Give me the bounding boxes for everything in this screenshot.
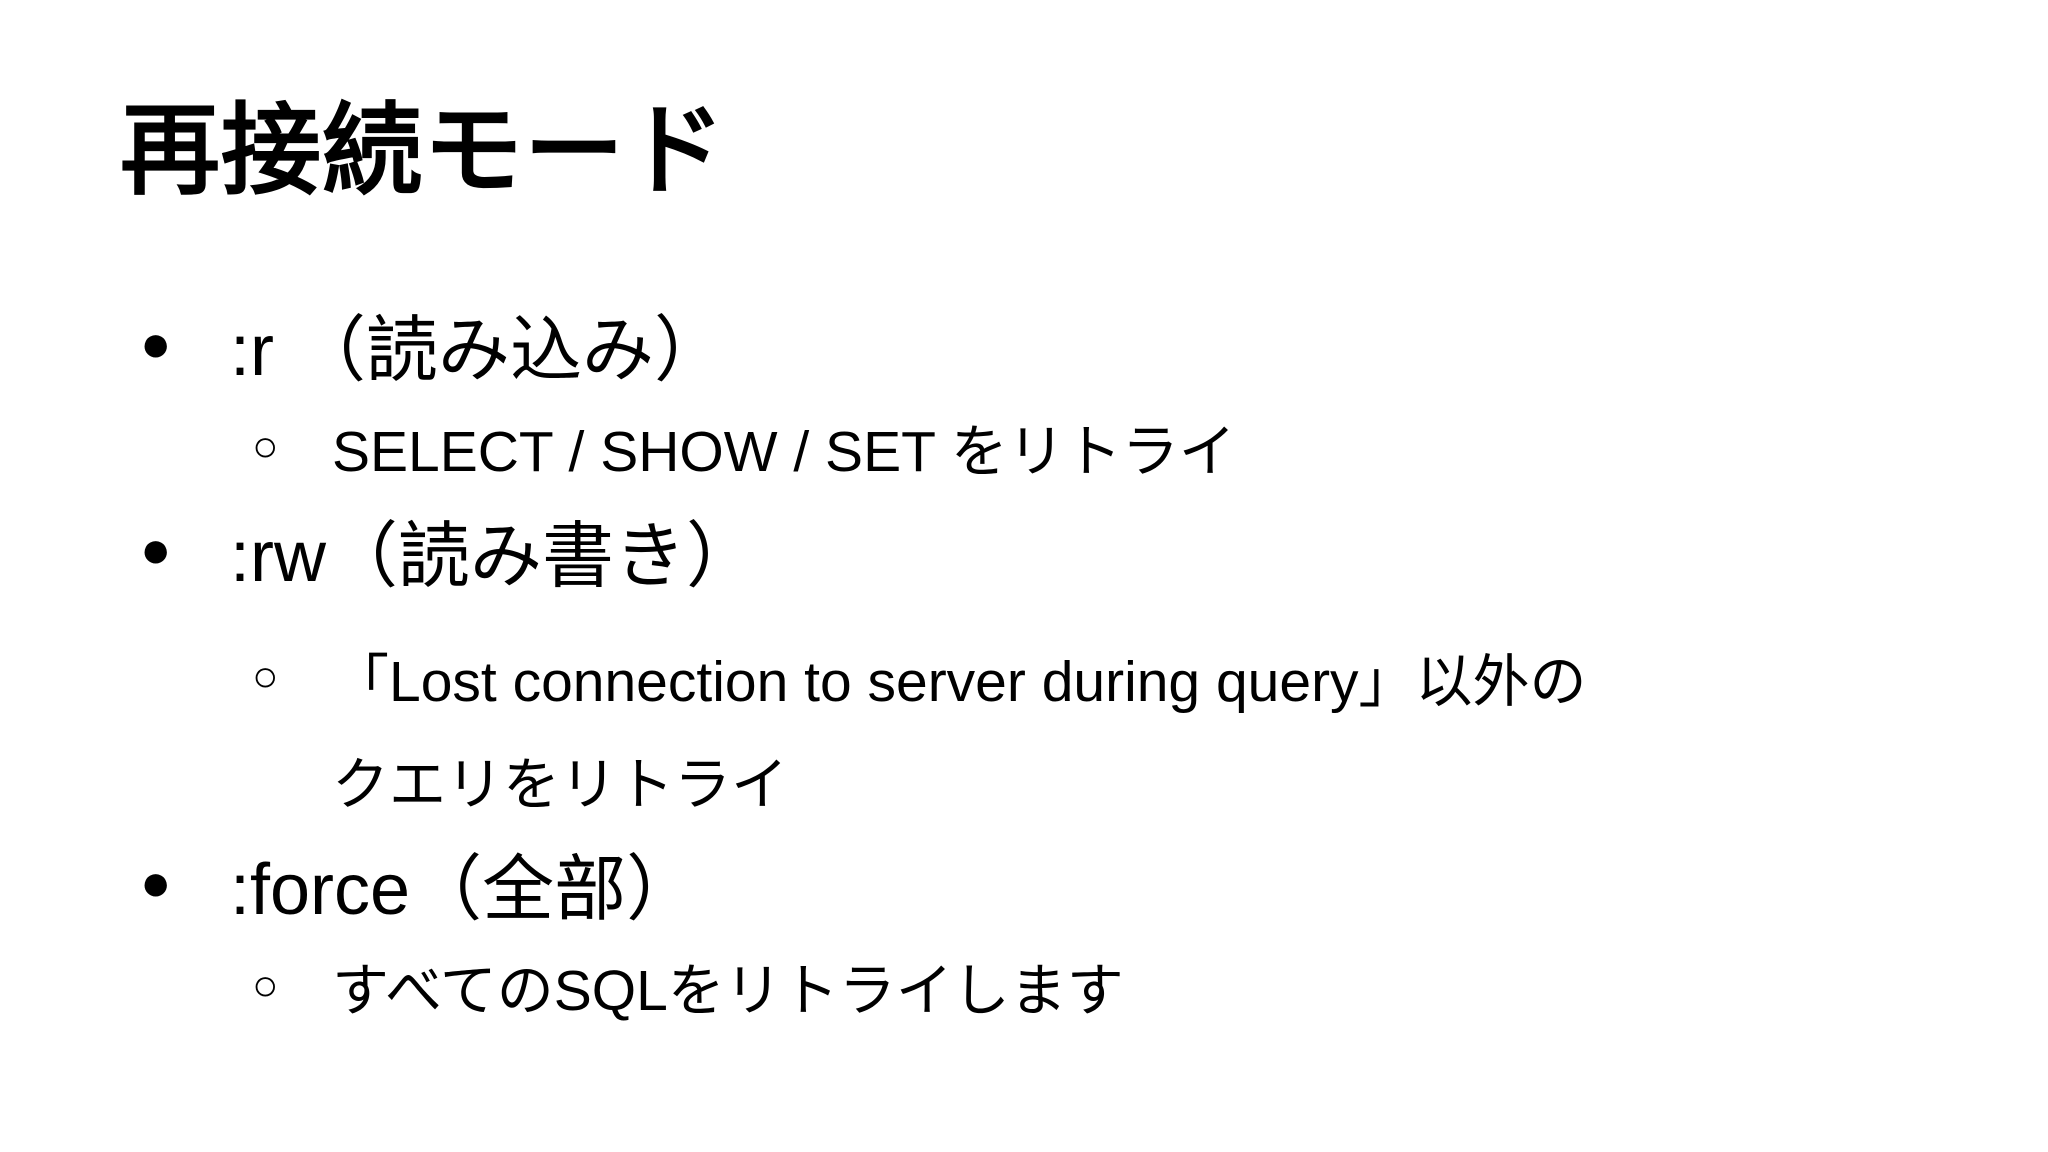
- sub-list-item: ○ すべてのSQLをリトライします: [0, 934, 2048, 1037]
- sub-list-item: ○ 「Lost connection to server during quer…: [0, 625, 2048, 728]
- bullet-list: ● :r （読み込み） ○ SELECT / SHOW / SET をリトライ …: [0, 292, 2048, 1037]
- list-item-r: ● :r （読み込み）: [0, 292, 2048, 395]
- sub-bullet-marker-icon: ○: [252, 651, 279, 701]
- sub-list-item-label: クエリをリトライ: [332, 752, 788, 817]
- sub-list-item-label: すべてのSQLをリトライします: [332, 958, 1124, 1023]
- list-item-force: ● :force（全部）: [0, 831, 2048, 934]
- sub-bullet-marker-icon: ○: [252, 960, 279, 1010]
- sub-list-item-continuation: クエリをリトライ: [0, 728, 2048, 831]
- sub-list-item: ○ SELECT / SHOW / SET をリトライ: [0, 395, 2048, 498]
- list-item-label: :r （読み込み）: [230, 311, 726, 391]
- bullet-marker-icon: ●: [140, 314, 172, 373]
- sub-list-item-label: 「Lost connection to server during query」…: [332, 649, 1587, 714]
- bullet-marker-icon: ●: [140, 853, 172, 912]
- list-item-label: :force（全部）: [230, 850, 699, 930]
- sub-bullet-marker-icon: ○: [252, 421, 279, 471]
- list-item-label: :rw（読み書き）: [230, 517, 758, 597]
- slide-title: 再接続モード: [120, 95, 726, 207]
- sub-list-item-label: SELECT / SHOW / SET をリトライ: [332, 419, 1236, 484]
- list-item-rw: ● :rw（読み書き）: [0, 498, 2048, 601]
- bullet-marker-icon: ●: [140, 520, 172, 579]
